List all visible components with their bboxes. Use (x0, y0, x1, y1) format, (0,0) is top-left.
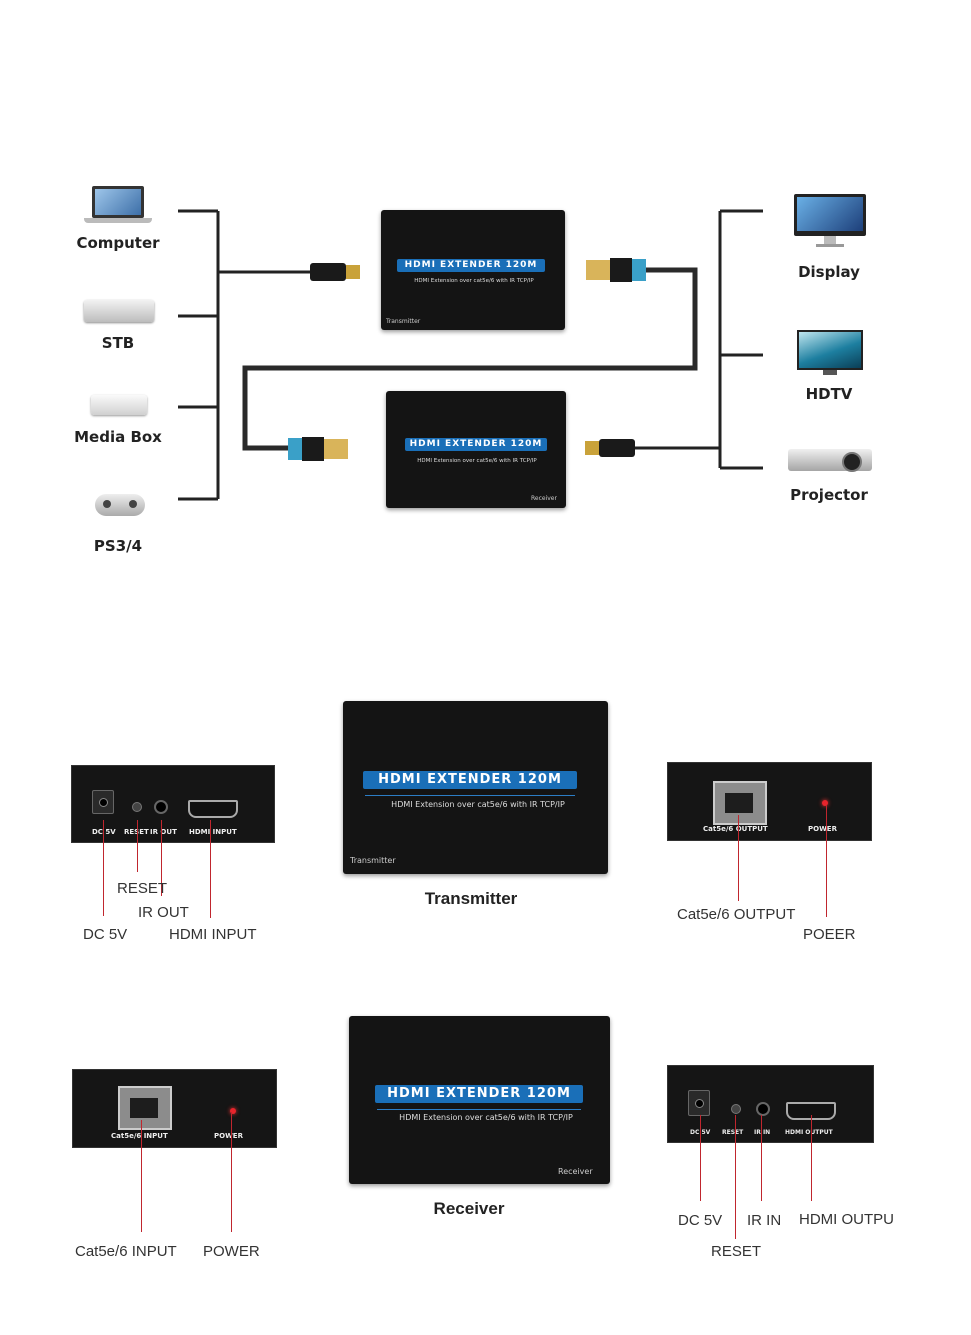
set-top-box-icon (84, 300, 154, 322)
receiver-photo-subtitle: HDMI Extension over cat5e/6 with IR TCP/… (399, 1113, 573, 1122)
callout-irin: IR IN (747, 1212, 782, 1229)
receiver-corner-label: Receiver (531, 495, 557, 502)
callout-line-power (826, 805, 827, 917)
rear-label-irout: IR OUT (150, 828, 177, 836)
callout-line-power (231, 1112, 232, 1232)
callout-hdmi-input: HDMI INPUT (169, 926, 257, 943)
callout-cat-input: Cat5e/6 INPUT (75, 1243, 177, 1260)
callout-line-reset (137, 820, 138, 872)
dc-jack-icon (688, 1090, 710, 1116)
callout-dc: DC 5V (678, 1212, 723, 1229)
callout-line-irout (161, 820, 162, 896)
reset-button-icon (731, 1104, 741, 1114)
rj45-port-icon (118, 1086, 172, 1130)
transmitter-unit-photo: HDMI EXTENDER 120M HDMI Extension over c… (343, 701, 608, 874)
transmitter-photo-subtitle: HDMI Extension over cat5e/6 with IR TCP/… (391, 800, 565, 809)
dc-jack-icon (92, 790, 114, 814)
destination-label-display: Display (798, 263, 860, 281)
receiver-unit-photo: HDMI EXTENDER 120M HDMI Extension over c… (349, 1016, 610, 1184)
receiver-photo-badge: HDMI EXTENDER 120M (375, 1085, 583, 1103)
ir-in-jack-icon (756, 1102, 770, 1116)
front-label-power: POWER (808, 825, 837, 833)
front-label-power: POWER (214, 1132, 243, 1140)
rj45-port-icon (713, 781, 767, 825)
rear-label-hdmi: HDMI INPUT (189, 828, 237, 836)
callout-hdmi-output: HDMI OUTPU (799, 1211, 894, 1228)
destination-label-hdtv: HDTV (805, 385, 853, 403)
transmitter-photo-corner: Transmitter (350, 856, 396, 865)
callout-line-reset (735, 1115, 736, 1239)
receiver-subtitle: HDMI Extension over cat5e/6 with IR TCP/… (417, 458, 537, 464)
transmitter-caption: Transmitter (424, 889, 518, 908)
reset-button-icon (132, 802, 142, 812)
rear-label-reset: RESET (722, 1129, 744, 1136)
connection-lines (178, 209, 763, 501)
transmitter-rear-panel: DC 5V RESET IR OUT HDMI INPUT (71, 765, 275, 843)
destination-label-projector: Projector (790, 486, 868, 504)
transmitter-badge: HDMI EXTENDER 120M (397, 259, 545, 272)
callout-reset: RESET (711, 1243, 762, 1260)
callout-irout: IR OUT (138, 904, 189, 921)
transmitter-front-panel: Cat5e/6 OUTPUT POWER (667, 762, 872, 841)
transmitter-unit-diagram: HDMI EXTENDER 120M HDMI Extension over c… (381, 210, 565, 330)
hdmi-port-icon (188, 800, 238, 818)
front-label-cat-input: Cat5e/6 INPUT (111, 1132, 168, 1140)
callout-line-dc (103, 820, 104, 916)
power-led-icon (230, 1108, 236, 1114)
callout-line-cat-output (738, 815, 739, 901)
laptop-icon (84, 186, 152, 226)
receiver-front-panel: Cat5e/6 INPUT POWER (72, 1069, 277, 1148)
power-led-icon (822, 800, 828, 806)
tv-icon (797, 330, 863, 376)
receiver-unit-diagram: HDMI EXTENDER 120M HDMI Extension over c… (386, 391, 566, 508)
transmitter-subtitle: HDMI Extension over cat5e/6 with IR TCP/… (414, 278, 534, 284)
media-box-icon (91, 395, 147, 415)
callout-line-dc (700, 1115, 701, 1201)
source-label-media-box: Media Box (74, 428, 162, 446)
callout-power: POWER (203, 1243, 260, 1260)
transmitter-corner-label: Transmitter (386, 318, 421, 325)
rear-label-reset: RESET (124, 828, 149, 836)
monitor-icon (794, 194, 866, 250)
callout-dc: DC 5V (83, 926, 128, 943)
receiver-badge: HDMI EXTENDER 120M (405, 438, 547, 451)
callout-line-hdmi-output (811, 1115, 812, 1201)
front-label-cat: Cat5e/6 OUTPUT (703, 825, 768, 833)
ir-out-jack-icon (154, 800, 168, 814)
source-label-stb: STB (101, 334, 135, 352)
rear-label-hdmi-output: HDMI OUTPUT (785, 1129, 833, 1136)
gamepad-icon (95, 490, 145, 522)
receiver-photo-corner: Receiver (558, 1167, 593, 1176)
callout-reset: RESET (117, 880, 168, 897)
source-label-computer: Computer (76, 234, 160, 252)
receiver-rear-panel: DC 5V RESET IR IN HDMI OUTPUT (667, 1065, 874, 1143)
source-label-ps: PS3/4 (93, 537, 143, 555)
callout-poeer: POEER (803, 926, 856, 943)
callout-line-hdmi (210, 820, 211, 918)
projector-icon (788, 447, 872, 475)
callout-line-cat-input (141, 1120, 142, 1232)
callout-line-irin (761, 1115, 762, 1201)
transmitter-photo-badge: HDMI EXTENDER 120M (363, 771, 577, 789)
receiver-caption: Receiver (433, 1199, 505, 1218)
rear-label-irin: IR IN (754, 1129, 771, 1136)
callout-cat-output: Cat5e/6 OUTPUT (677, 906, 796, 923)
